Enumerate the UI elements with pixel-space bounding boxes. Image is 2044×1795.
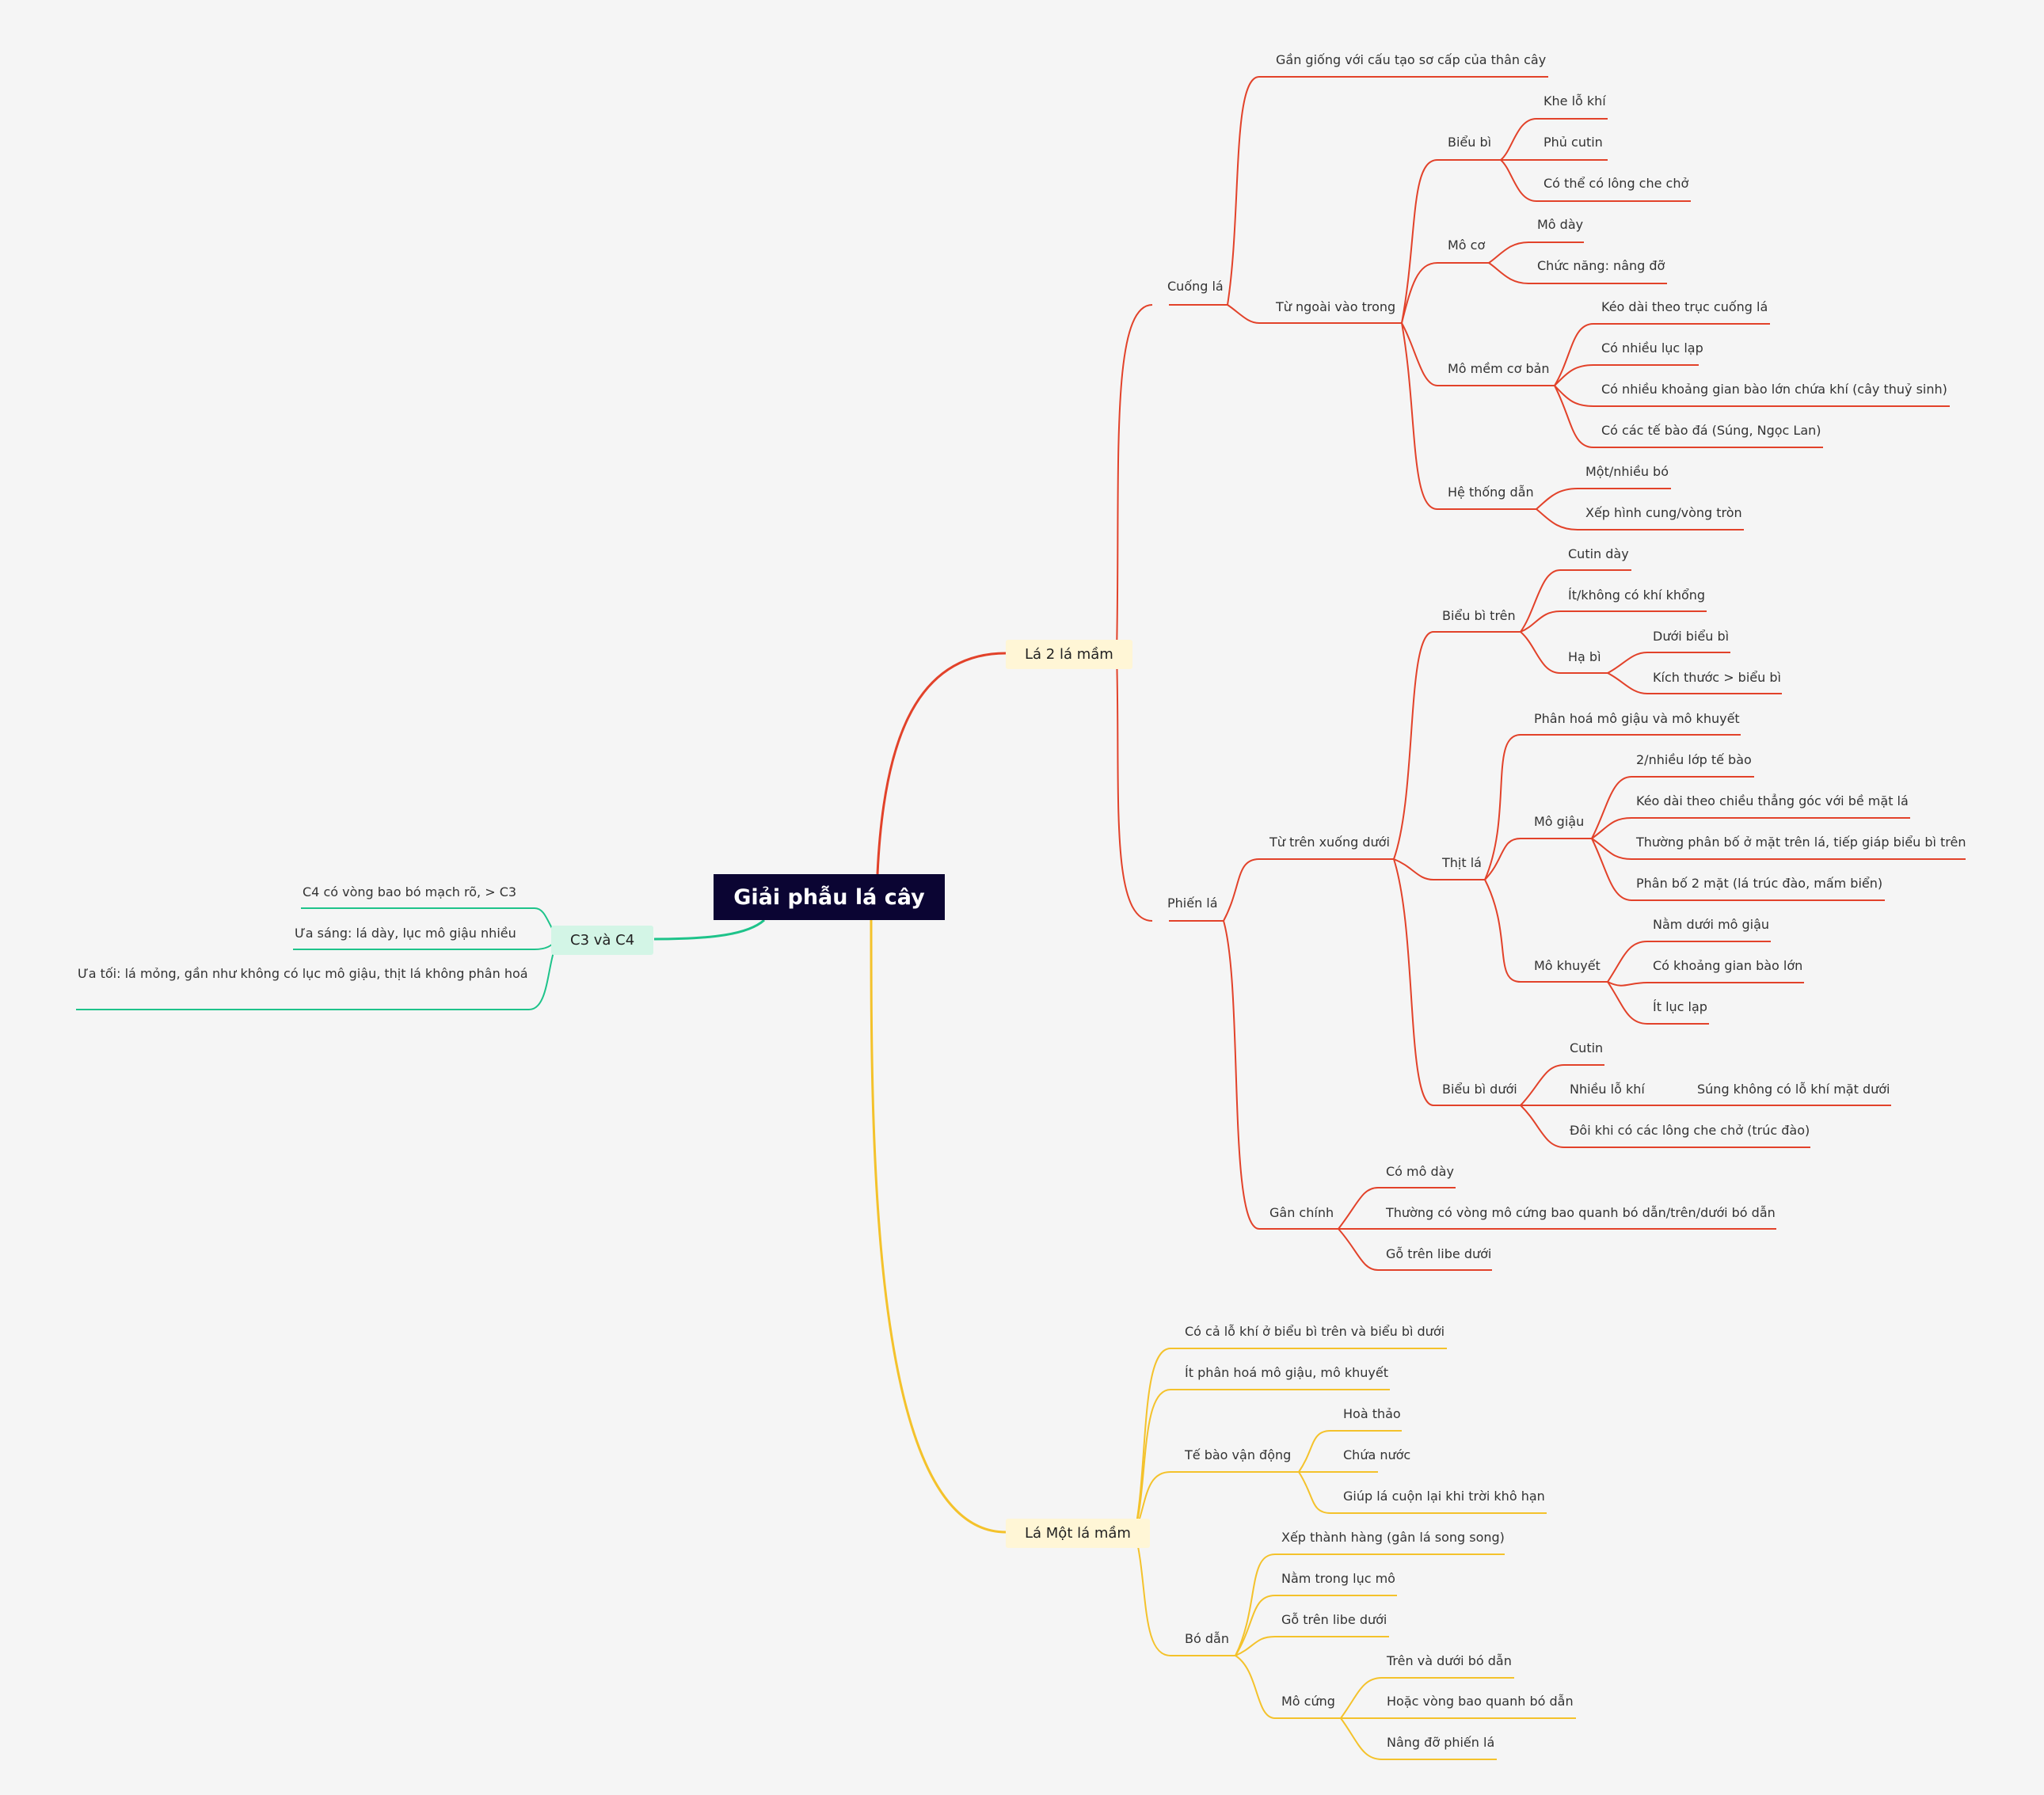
topic-phien-la[interactable]: Phiến lá (1167, 896, 1218, 911)
topic-leaf[interactable]: Giúp lá cuộn lại khi trời khô hạn (1343, 1489, 1545, 1504)
topic-leaf[interactable]: Có thể có lông che chở (1543, 176, 1689, 191)
topic-leaf[interactable]: Khe lỗ khí (1543, 93, 1606, 108)
topic-leaf[interactable]: Ưa tối: lá mỏng, gần như không có lục mô… (78, 966, 528, 981)
topic-leaf[interactable]: Có cả lỗ khí ở biểu bì trên và biểu bì d… (1185, 1324, 1445, 1339)
topic-leaf[interactable]: Có khoảng gian bào lớn (1653, 958, 1803, 973)
topic-leaf[interactable]: Chức năng: nâng đỡ (1537, 258, 1665, 273)
topic-leaf[interactable]: C4 có vòng bao bó mạch rõ, > C3 (303, 884, 517, 899)
topic-tu-ngoai[interactable]: Từ ngoài vào trong (1276, 299, 1396, 314)
topic-leaf[interactable]: Ít lục lạp (1653, 999, 1707, 1014)
topic-leaf[interactable]: Có nhiều khoảng gian bào lớn chứa khí (c… (1601, 382, 1947, 397)
topic-leaf[interactable]: Cutin (1570, 1040, 1604, 1055)
topic-mo-khuyet[interactable]: Mô khuyết (1534, 958, 1601, 973)
topic-leaf[interactable]: Phân hoá mô giậu và mô khuyết (1534, 711, 1740, 726)
topic-bieu-bi-tren[interactable]: Biểu bì trên (1442, 608, 1516, 623)
topic-ha-bi[interactable]: Hạ bì (1568, 649, 1601, 664)
topic-leaf[interactable]: Kích thước > biểu bì (1653, 670, 1781, 685)
topic-bieu-bi-duoi[interactable]: Biểu bì dưới (1442, 1082, 1517, 1097)
topic-leaf[interactable]: Chứa nước (1343, 1447, 1411, 1462)
topic-leaf[interactable]: Hoặc vòng bao quanh bó dẫn (1387, 1694, 1574, 1709)
topic-leaf[interactable]: Gỗ trên libe dưới (1386, 1246, 1492, 1261)
topic-leaf[interactable]: Mô dày (1537, 217, 1584, 232)
topic-he-thong-dan[interactable]: Hệ thống dẫn (1448, 485, 1534, 500)
branch-c3c4[interactable]: C3 và C4 (551, 926, 654, 955)
topic-thit-la[interactable]: Thịt lá (1442, 855, 1482, 870)
topic-leaf[interactable]: Xếp hình cung/vòng tròn (1585, 505, 1742, 520)
topic-leaf[interactable]: Ít phân hoá mô giậu, mô khuyết (1185, 1365, 1388, 1380)
topic-mo-mem[interactable]: Mô mềm cơ bản (1448, 361, 1550, 376)
topic-leaf[interactable]: Có nhiều lục lạp (1601, 340, 1703, 356)
topic-leaf[interactable]: Có mô dày (1386, 1164, 1454, 1179)
topic-mo-giau[interactable]: Mô giậu (1534, 814, 1585, 829)
topic-leaf[interactable]: Phân bố 2 mặt (lá trúc đào, mấm biển) (1636, 876, 1883, 891)
topic-leaf[interactable]: Ưa sáng: lá dày, lục mô giậu nhiều (295, 926, 516, 941)
topic-leaf[interactable]: Thường có vòng mô cứng bao quanh bó dẫn/… (1386, 1205, 1776, 1220)
topic-leaf[interactable]: Thường phân bố ở mặt trên lá, tiếp giáp … (1636, 835, 1966, 850)
topic-bieu-bi[interactable]: Biểu bì (1448, 135, 1492, 150)
topic-leaf[interactable]: Nằm dưới mô giậu (1653, 917, 1770, 932)
topic-leaf[interactable]: Một/nhiều bó (1585, 464, 1669, 479)
topic-leaf[interactable]: Trên và dưới bó dẫn (1387, 1653, 1512, 1668)
topic-leaf[interactable]: Xếp thành hàng (gân lá song song) (1281, 1530, 1505, 1545)
topic-cuong-la[interactable]: Cuống lá (1167, 279, 1224, 294)
topic-gan-giong[interactable]: Gần giống với cấu tạo sơ cấp của thân câ… (1276, 52, 1547, 67)
branch-dicot[interactable]: Lá 2 lá mầm (1006, 640, 1132, 669)
topic-leaf[interactable]: Kéo dài theo trục cuống lá (1601, 299, 1768, 314)
topic-bo-dan[interactable]: Bó dẫn (1185, 1631, 1229, 1646)
topic-leaf[interactable]: 2/nhiều lớp tế bào (1636, 752, 1752, 767)
branch-monocot[interactable]: Lá Một lá mầm (1006, 1519, 1150, 1548)
topic-leaf[interactable]: Phủ cutin (1543, 135, 1603, 150)
topic-tu-tren[interactable]: Từ trên xuống dưới (1269, 835, 1390, 850)
root-topic[interactable]: Giải phẫu lá cây (714, 874, 945, 920)
topic-leaf[interactable]: Có các tế bào đá (Súng, Ngọc Lan) (1601, 423, 1821, 438)
topic-te-bao-van-dong[interactable]: Tế bào vận động (1185, 1447, 1292, 1462)
topic-mo-cung[interactable]: Mô cứng (1281, 1694, 1335, 1709)
topic-leaf[interactable]: Nằm trong lục mô (1281, 1571, 1395, 1586)
topic-leaf[interactable]: Đôi khi có các lông che chở (trúc đào) (1570, 1123, 1810, 1138)
topic-mo-co[interactable]: Mô cơ (1448, 238, 1486, 253)
topic-leaf[interactable]: Gỗ trên libe dưới (1281, 1612, 1387, 1627)
topic-leaf[interactable]: Nâng đỡ phiến lá (1387, 1735, 1495, 1750)
topic-leaf[interactable]: Ít/không có khí khổng (1568, 588, 1706, 603)
topic-leaf[interactable]: Dưới biểu bì (1653, 629, 1730, 644)
topic-leaf[interactable]: Kéo dài theo chiều thẳng góc với bề mặt … (1636, 793, 1909, 808)
topic-leaf[interactable]: Súng không có lỗ khí mặt dưới (1697, 1082, 1890, 1097)
topic-leaf[interactable]: Cutin dày (1568, 546, 1629, 561)
topic-nhieu-lo-khi[interactable]: Nhiều lỗ khí (1570, 1082, 1645, 1097)
topic-leaf[interactable]: Hoà thảo (1343, 1406, 1401, 1421)
topic-gan-chinh[interactable]: Gân chính (1269, 1205, 1334, 1220)
